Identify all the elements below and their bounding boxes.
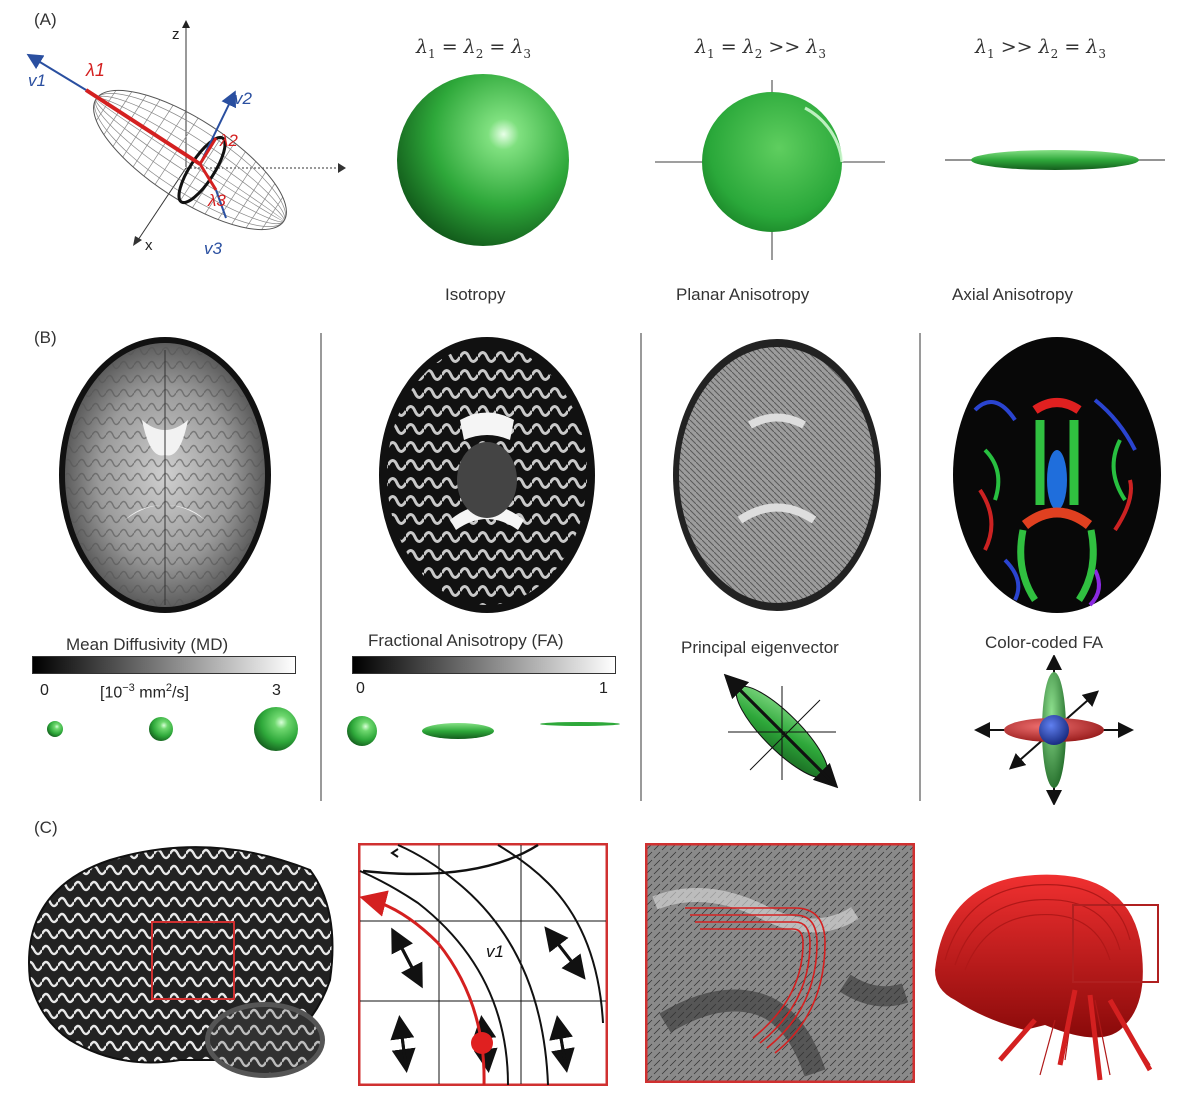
lambda2-label: λ2 <box>219 131 238 150</box>
v1-label: v1 <box>28 71 46 90</box>
isotropy-caption: Isotropy <box>445 285 505 305</box>
isotropy-equation: λ1 = λ2 = λ3 <box>416 36 531 61</box>
brain-color-fa-map <box>945 330 1170 620</box>
md-colorbar <box>32 656 296 674</box>
axis-z-label: z <box>172 26 180 43</box>
axial-rod <box>945 148 1165 174</box>
eigenvector-title: Principal eigenvector <box>681 638 839 658</box>
fa-min-tick: 0 <box>356 680 365 698</box>
planar-equation: λ1 = λ2 >> λ3 <box>695 36 826 61</box>
divider-2 <box>640 333 642 801</box>
diffusion-ellipsoid-diagram: z x λ1 λ2 λ3 v1 v2 v3 <box>20 18 360 268</box>
vector-field-streamlines <box>645 843 915 1083</box>
md-unit: [10−3 mm2/s] <box>100 682 189 702</box>
fa-title: Fractional Anisotropy (FA) <box>368 631 564 651</box>
brain-md-map <box>50 330 280 620</box>
v2-label: v2 <box>234 89 253 108</box>
axis-x-label: x <box>145 237 153 254</box>
isotropy-sphere <box>395 70 575 250</box>
fa-colorbar <box>352 656 616 674</box>
fa-shape-scale <box>340 705 630 755</box>
divider-3 <box>919 333 921 801</box>
v3-label: v3 <box>204 239 223 258</box>
color-fa-glyph <box>972 655 1137 805</box>
planar-disc <box>655 80 885 260</box>
tractography-bundle <box>925 850 1190 1085</box>
axial-anisotropy-caption: Axial Anisotropy <box>952 285 1073 305</box>
axial-equation: λ1 >> λ2 = λ3 <box>975 36 1106 61</box>
color-fa-title: Color-coded FA <box>985 633 1103 653</box>
fa-max-tick: 1 <box>599 680 608 698</box>
sagittal-brain-with-roi <box>10 830 340 1085</box>
eigenvector-glyph <box>720 670 845 795</box>
md-sphere-scale <box>40 705 310 755</box>
tracking-grid-schematic: v1 <box>358 843 608 1086</box>
md-max-tick: 3 <box>272 682 281 700</box>
brain-fa-map <box>370 330 605 620</box>
lambda1-label: λ1 <box>85 60 105 80</box>
brain-eigenvector-map <box>660 330 895 620</box>
md-min-tick: 0 <box>40 682 49 700</box>
divider-1 <box>320 333 322 801</box>
v1-grid-label: v1 <box>486 942 504 961</box>
lambda3-label: λ3 <box>207 191 226 210</box>
planar-anisotropy-caption: Planar Anisotropy <box>676 285 809 305</box>
md-title: Mean Diffusivity (MD) <box>66 635 228 655</box>
